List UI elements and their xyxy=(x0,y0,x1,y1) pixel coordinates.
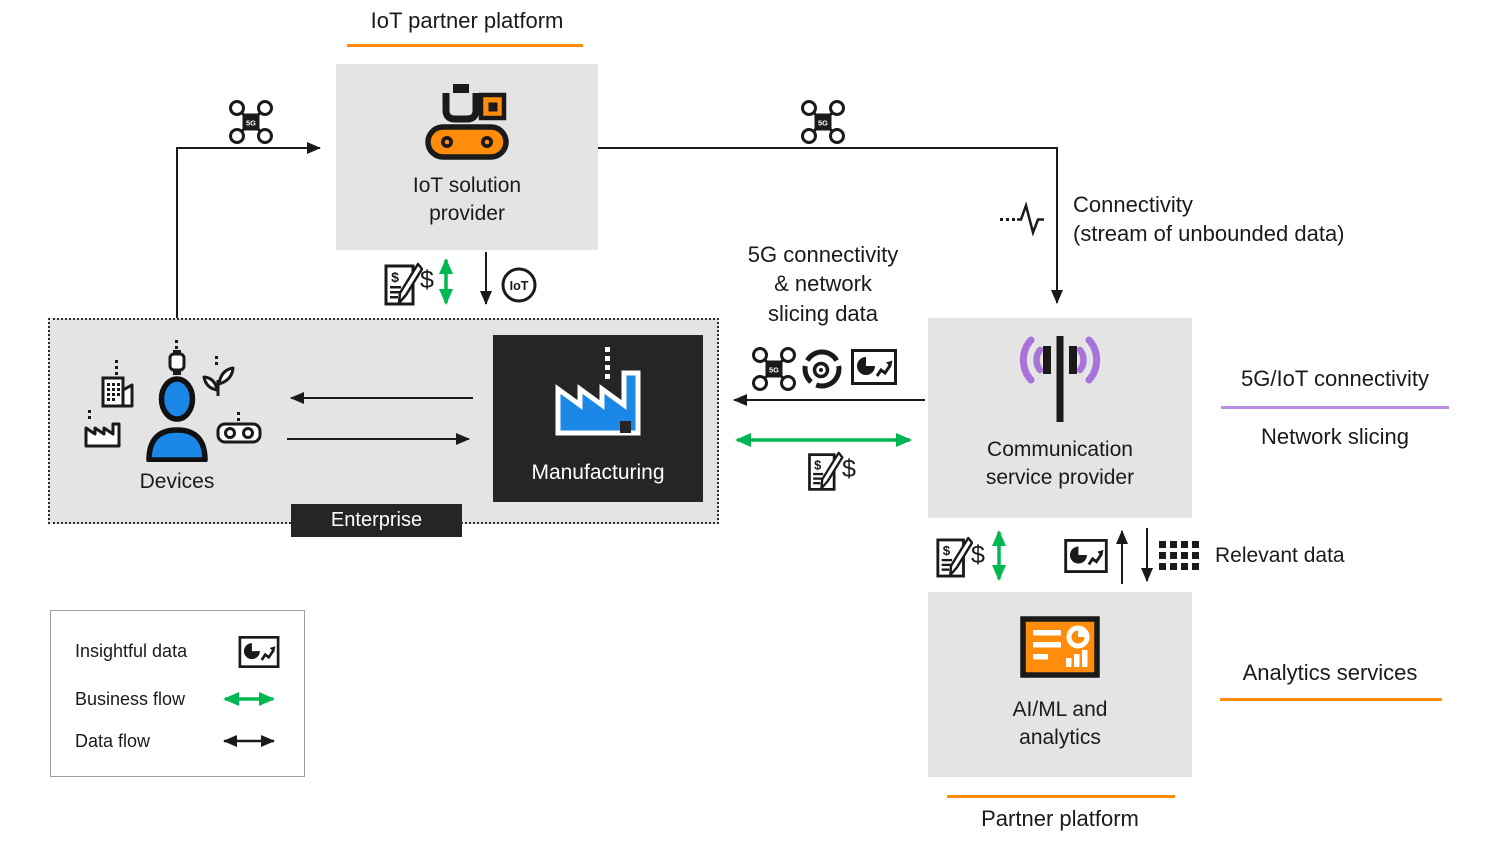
svg-text:$: $ xyxy=(391,269,399,285)
svg-text:5G: 5G xyxy=(818,119,828,128)
five-g-iot-connectivity-label: 5G/IoT connectivity xyxy=(1241,366,1429,391)
machine-icon xyxy=(425,84,509,160)
insightful-data-icon xyxy=(238,635,280,668)
data-grid-icon xyxy=(1159,541,1199,570)
vr-goggles-icon xyxy=(216,412,262,444)
partner-platform-label: Partner platform xyxy=(981,806,1139,831)
network-slicing-icon xyxy=(802,349,842,389)
analytics-services-underline xyxy=(1220,698,1442,701)
legend: Insightful data Business flow Data flow xyxy=(50,610,305,777)
network-slicing-label: Network slicing xyxy=(1261,424,1409,449)
dollar-label: $ xyxy=(971,541,985,569)
person-icon xyxy=(146,376,208,462)
legend-row-data-flow: Data flow xyxy=(75,731,280,752)
insightful-data-icon xyxy=(851,349,897,385)
invoice-icon: $ xyxy=(384,262,423,306)
factory-small-icon xyxy=(84,410,121,448)
manufacturing-box: Manufacturing xyxy=(493,335,703,502)
devices-to-iot-provider-line xyxy=(176,142,321,318)
analytics-services-label: Analytics services xyxy=(1242,660,1418,685)
factory-large-icon xyxy=(555,347,641,436)
business-flow-arrow-icon xyxy=(223,692,275,706)
dashboard-analytics-icon xyxy=(1020,616,1100,678)
iot-solution-provider-label: IoT solution provider xyxy=(412,174,522,225)
plant-icon xyxy=(202,356,235,396)
business-flow-label: Business flow xyxy=(75,688,186,709)
slicing-data-label: 5G connectivity & network slicing data xyxy=(747,242,899,326)
drone-5g-icon: 5G xyxy=(229,100,273,144)
antenna-icon xyxy=(1019,336,1101,422)
insightful-data-label: Insightful data xyxy=(75,641,188,661)
connectivity-label: Connectivity (stream of unbounded data) xyxy=(1073,192,1345,247)
legend-row-business-flow: Business flow xyxy=(75,689,280,710)
drone-5g-icon: 5G xyxy=(801,100,845,144)
dollar-label: $ xyxy=(420,266,434,294)
svg-text:$: $ xyxy=(943,543,951,558)
svg-text:IoT: IoT xyxy=(510,279,529,293)
data-flow-label: Data flow xyxy=(75,730,151,751)
relevant-data-label: Relevant data xyxy=(1215,544,1345,567)
svg-text:5G: 5G xyxy=(769,366,779,375)
manufacturing-label: Manufacturing xyxy=(531,461,665,484)
pulse-signal-icon xyxy=(1000,201,1044,237)
smartwatch-icon xyxy=(168,340,186,375)
insightful-data-icon xyxy=(1064,539,1108,573)
invoice-icon: $ xyxy=(936,536,973,578)
five-g-iot-connectivity-underline xyxy=(1221,406,1449,409)
csp-label: Communication service provider xyxy=(985,438,1135,489)
data-flow-arrow-icon xyxy=(223,735,275,747)
building-icon xyxy=(101,360,134,408)
iot-badge-icon: IoT xyxy=(501,267,537,303)
aiml-box: AI/ML and analytics xyxy=(928,592,1192,777)
svg-text:$: $ xyxy=(814,457,821,472)
invoice-icon: $ xyxy=(808,451,844,491)
aiml-label: AI/ML and analytics xyxy=(1012,698,1108,749)
iot-solution-provider-box: IoT solution provider xyxy=(336,64,598,250)
devices-label: Devices xyxy=(139,470,215,493)
partner-platform-overline xyxy=(947,795,1175,798)
enterprise-label: Enterprise xyxy=(291,504,462,537)
dollar-label: $ xyxy=(842,455,856,483)
legend-row-insightful-data: Insightful data xyxy=(75,635,280,668)
csp-box: Communication service provider xyxy=(928,318,1192,518)
svg-text:5G: 5G xyxy=(246,119,256,128)
drone-5g-icon: 5G xyxy=(752,347,796,391)
iot-partner-platform-title: IoT partner platform xyxy=(370,8,564,33)
iot-partner-platform-underline xyxy=(347,44,583,47)
